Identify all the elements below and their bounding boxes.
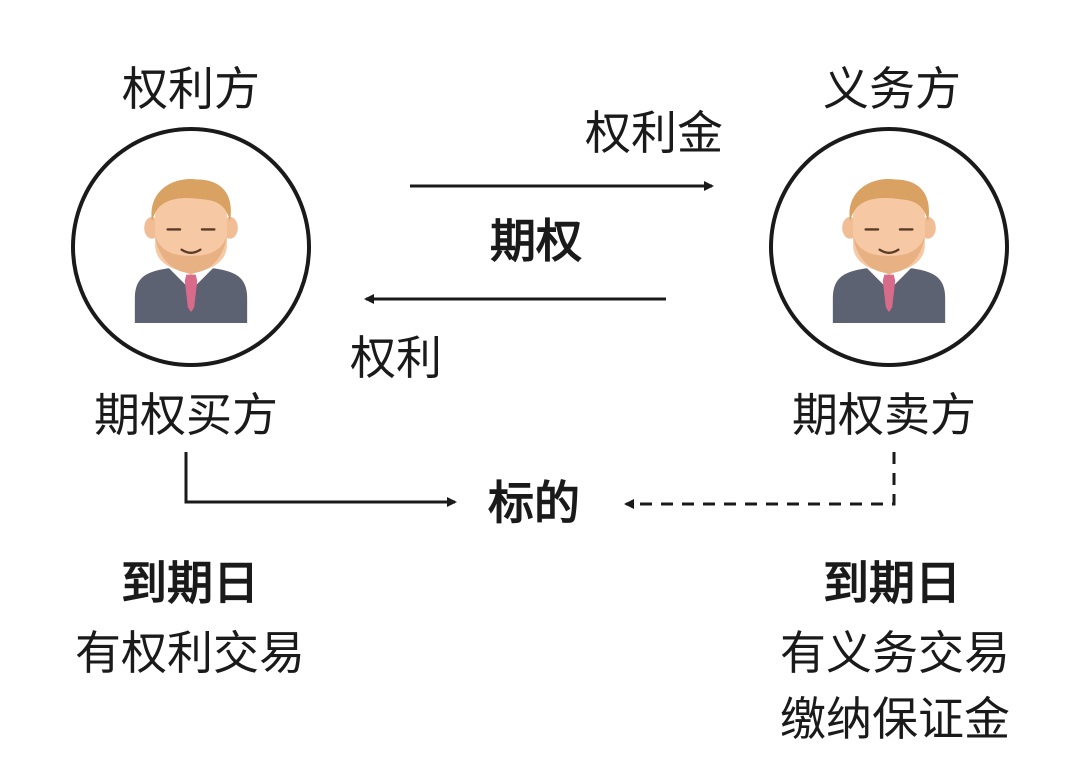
seller-expiry-line-2: 缴纳保证金 <box>780 692 1010 746</box>
underlying-label: 标的 <box>488 476 580 530</box>
seller-expiry-title: 到期日 <box>823 556 961 610</box>
seller-underlying-arrow <box>624 452 896 509</box>
buyer-expiry-title: 到期日 <box>121 556 259 610</box>
buyer-role-label: 权利方 <box>122 62 260 116</box>
seller-expiry-line-1: 有义务交易 <box>780 626 1010 680</box>
seller-avatar <box>769 127 1009 367</box>
buyer-expiry-line-1: 有权利交易 <box>75 626 305 680</box>
buyer-avatar <box>71 127 311 367</box>
buyer-name-label: 期权买方 <box>94 388 278 442</box>
option-label: 期权 <box>490 214 582 268</box>
premium-label: 权利金 <box>585 106 723 160</box>
right-label: 权利 <box>350 331 442 385</box>
buyer-underlying-arrow <box>184 452 457 507</box>
seller-role-label: 义务方 <box>823 62 961 116</box>
seller-name-label: 期权卖方 <box>792 388 976 442</box>
